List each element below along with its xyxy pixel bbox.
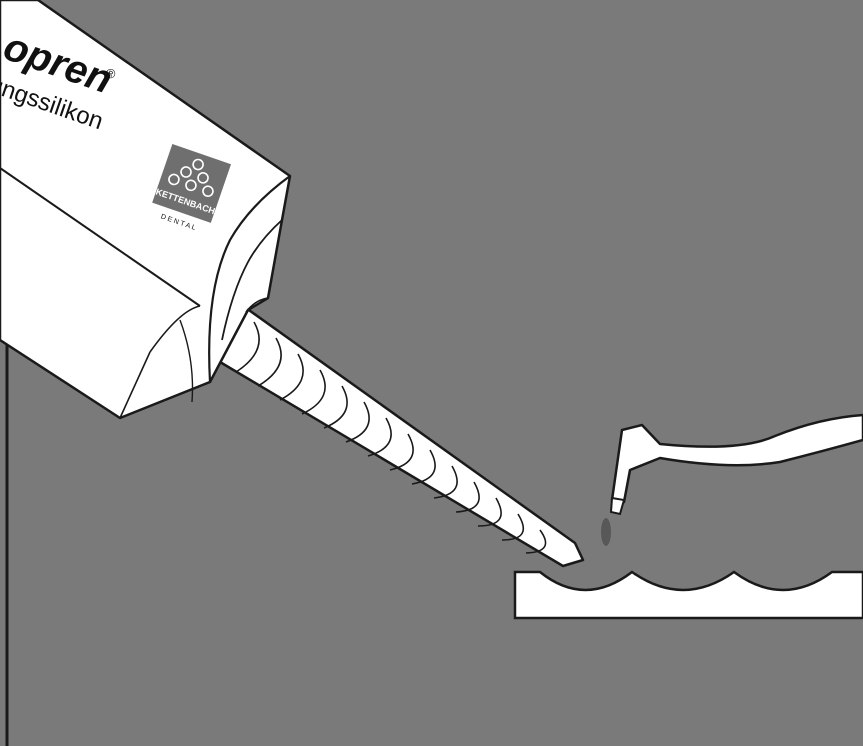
logo-square <box>152 144 232 223</box>
mixing-helix <box>235 321 547 554</box>
logo-circles <box>168 158 214 197</box>
air-jet <box>601 518 611 546</box>
impression-tray <box>513 570 863 620</box>
cartridge <box>0 0 292 420</box>
